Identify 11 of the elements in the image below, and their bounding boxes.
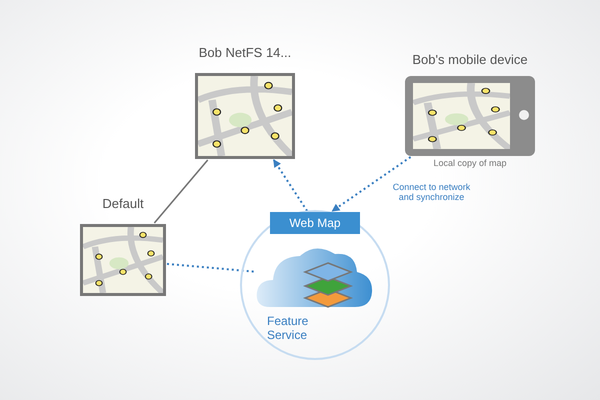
arrow <box>272 159 308 212</box>
connector-line <box>154 159 208 224</box>
arrow <box>332 156 412 212</box>
service-label: Feature Service <box>267 314 310 342</box>
map-title: Bob's mobile device <box>411 52 529 67</box>
connector-line <box>166 262 254 273</box>
map-title: Bob NetFS 14... <box>198 45 292 60</box>
map-title: Default <box>101 196 145 211</box>
edge-label: Connect to network and synchronize <box>392 182 472 202</box>
caption: Local copy of map <box>432 158 508 168</box>
process-box: Web Map <box>270 212 360 234</box>
